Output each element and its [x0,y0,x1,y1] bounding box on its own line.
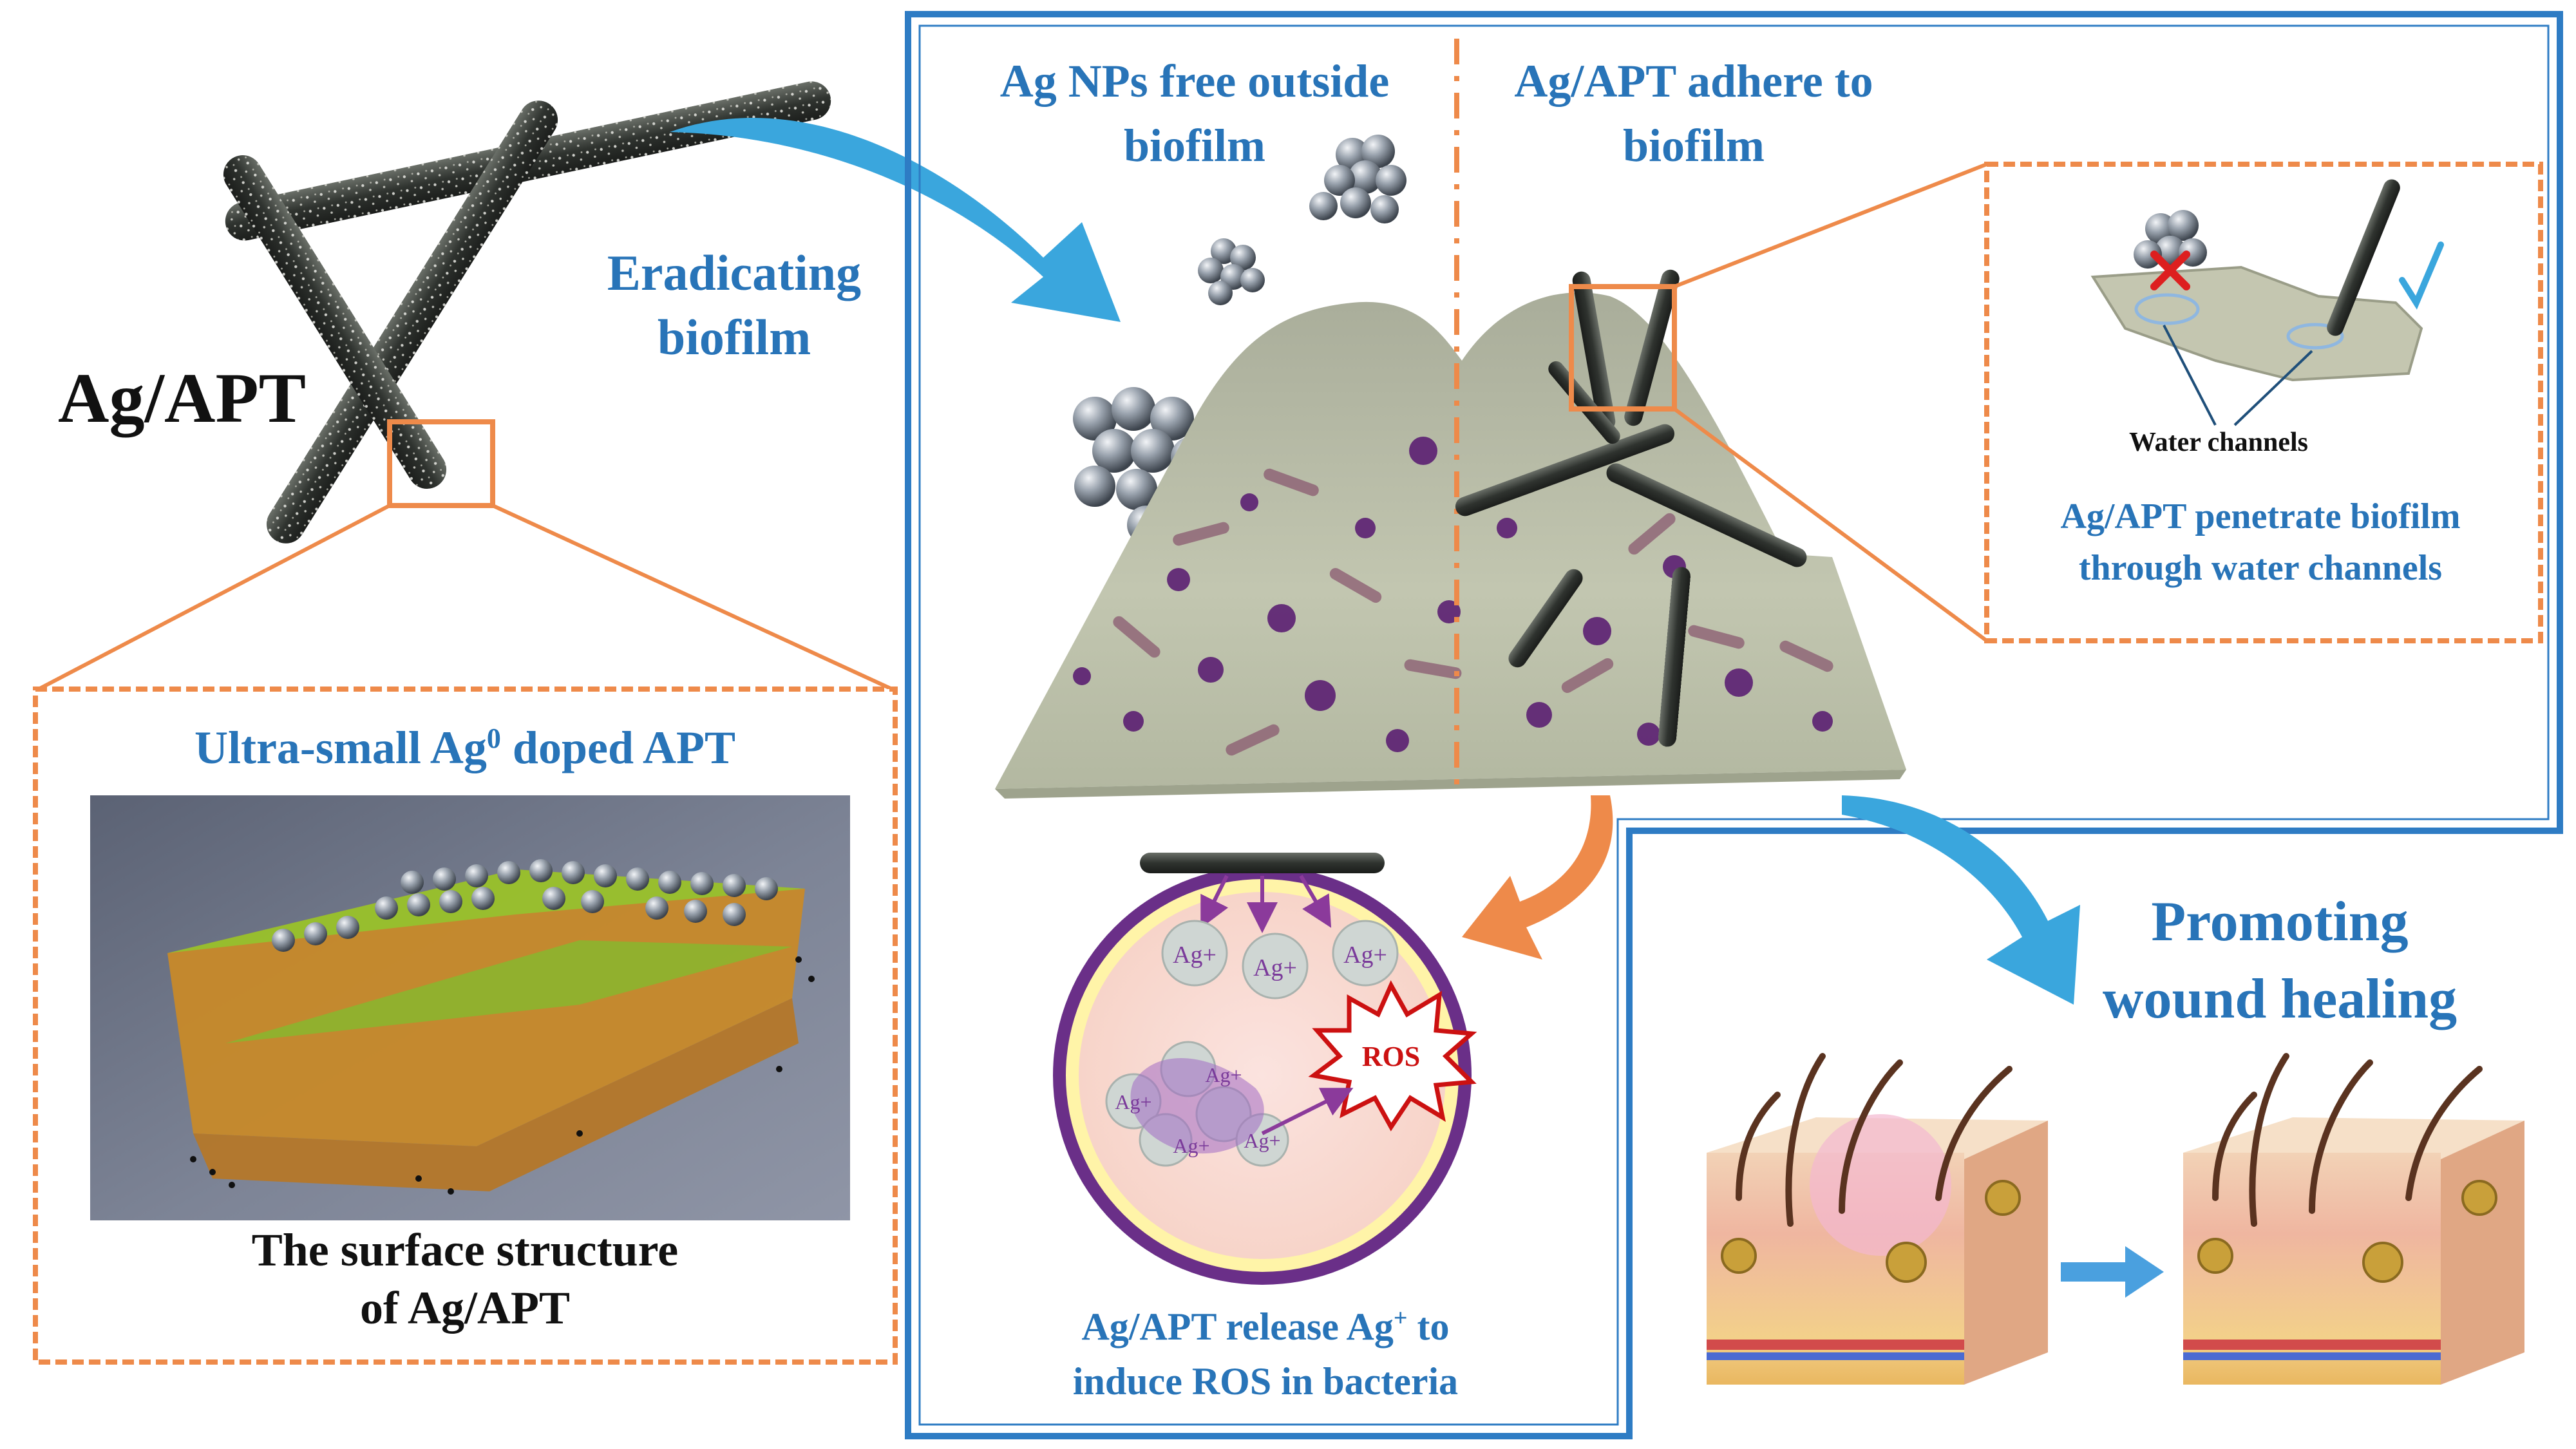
ion-label: Ag+ [1253,954,1297,981]
biofilm-frame [905,11,2563,1439]
inset-title: Ultra-small Ag0 doped APT [194,722,735,773]
release-line1: Ag/APT release Ag+ to [1081,1305,1449,1348]
healing-arrow [1842,795,2080,1005]
check-mark-icon [2399,242,2444,310]
ag-apt-rods [223,81,831,544]
arrow-right-icon [2061,1246,2164,1298]
healing-line2: wound healing [2103,968,2457,1030]
action-label-line2: biofilm [658,309,811,365]
bacterial-cell: Ag+ Ag+ Ag+ Ag+ Ag+ Ag+ Ag+ ROS [1053,853,1477,1285]
biofilm-zoom-box [1569,284,1677,412]
eradicating-arrow [670,118,1121,322]
ag-nanoparticle-cluster-icon [1309,135,1406,223]
inset-caption-line1: The surface structure [252,1224,679,1276]
penetrate-line1: Ag/APT penetrate biofilm [2060,497,2460,536]
ag-apt-rods-in-biofilm [1455,269,1807,747]
ion-label: Ag+ [1173,942,1217,969]
ion-label: Ag+ [1205,1063,1242,1086]
left-header-line2: biofilm [1124,120,1265,171]
penetrate-line2: through water channels [2079,548,2442,588]
right-header-line1: Ag/APT adhere to [1514,55,1873,107]
ion-label: Ag+ [1173,1134,1209,1157]
zoom-box [387,419,495,508]
bacteria [1073,437,1833,756]
material-label: Ag/APT [58,359,306,437]
left-header-line1: Ag NPs free outside [1000,55,1390,107]
skin-block-icon [2183,1053,2524,1385]
ag-nanoparticle-cluster-icon [1198,238,1265,305]
right-header-line2: biofilm [1623,120,1765,171]
ros-label: ROS [1362,1041,1420,1072]
red-cross-icon [2150,251,2190,290]
release-arrow [1462,795,1613,960]
release-line2: induce ROS in bacteria [1073,1360,1458,1403]
inset-caption-line2: of Ag/APT [360,1282,570,1334]
action-label-line1: Eradicating [607,245,861,301]
water-channels-label: Water channels [2129,428,2308,457]
healing-line1: Promoting [2151,891,2408,953]
skin-block-icon [1707,1053,2048,1385]
water-channel-inset: Water channels Ag/APT penetrate biofilm … [1984,162,2543,643]
ion-label: Ag+ [1343,942,1387,969]
surface-structure-inset: Ultra-small Ag0 doped APT The surface st… [33,687,898,1365]
ion-label: Ag+ [1115,1090,1151,1113]
